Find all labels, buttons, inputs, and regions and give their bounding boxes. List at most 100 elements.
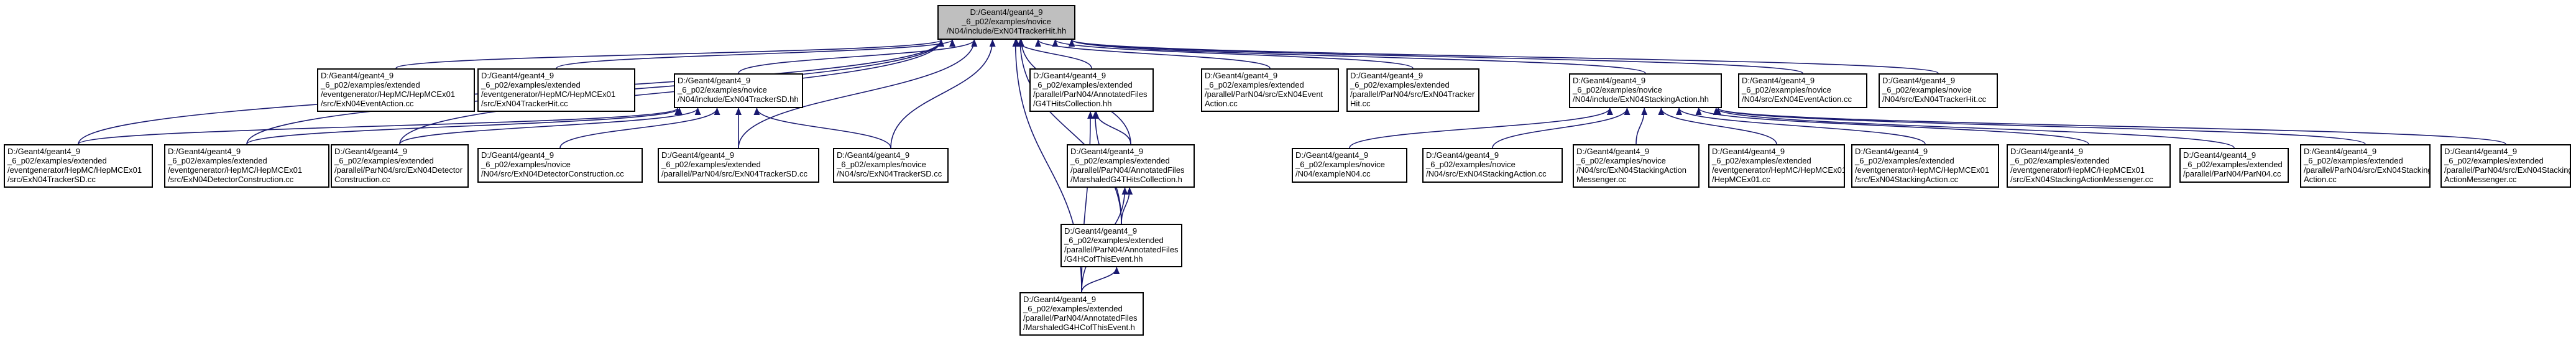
node-line: D:/Geant4/geant4_9 <box>2444 147 2518 156</box>
edge-n8-to-root <box>1069 39 1803 74</box>
node-line: /src/ExN04DetectorConstruction.cc <box>168 175 294 184</box>
node-line: D:/Geant4/geant4_9 <box>481 71 554 80</box>
node-line: D:/Geant4/geant4_9 <box>1742 76 1815 85</box>
node-hepmc-exn04trackersd-cc[interactable]: D:/Geant4/geant4_9 _6_p02/examples/exten… <box>4 144 153 188</box>
node-line: /eventgenerator/HepMC/HepMCEx01 <box>2010 165 2145 175</box>
node-line: D:/Geant4/geant4_9 <box>1576 147 1650 156</box>
node-marshaledg4thitscollection-h[interactable]: D:/Geant4/geant4_9 _6_p02/examples/exten… <box>1067 144 1195 188</box>
node-line: /HepMCEx01.cc <box>1712 175 1770 184</box>
node-parn04-exn04trackerhit-cc[interactable]: D:/Geant4/geant4_9 _6_p02/examples/exten… <box>1346 68 1479 112</box>
node-line: _6_p02/examples/extended <box>2183 160 2283 169</box>
edge-n1-to-root <box>395 39 944 69</box>
node-parn04-cc[interactable]: D:/Geant4/geant4_9 _6_p02/examples/exten… <box>2179 148 2289 183</box>
node-novice-exn04trackersd-cc[interactable]: D:/Geant4/geant4_9 _6_p02/examples/novic… <box>833 148 949 183</box>
edge-n4-to-root <box>1013 39 1092 69</box>
edge-n15-to-root <box>890 39 996 149</box>
node-line: /parallel/ParN04/AnnotatedFiles <box>1023 313 1138 323</box>
node-exn04trackerhit-hh[interactable]: D:/Geant4/geant4_9 _6_p02/examples/novic… <box>937 5 1075 40</box>
edge-n17-to-root <box>1017 39 1122 224</box>
node-line: /parallel/ParN04/src/ExN04Detector <box>334 165 462 175</box>
node-line: D:/Geant4/geant4_9 <box>1426 150 1499 160</box>
node-line: _6_p02/examples/novice <box>1882 85 1972 94</box>
node-hepmc-exn04trackerhit-cc[interactable]: D:/Geant4/geant4_9 _6_p02/examples/exten… <box>477 68 635 112</box>
node-hepmc-exn04detectorconstruction-cc[interactable]: D:/Geant4/geant4_9 _6_p02/examples/exten… <box>164 144 329 188</box>
node-line: /N04/src/ExN04StackingAction <box>1576 165 1687 175</box>
node-line: /parallel/ParN04/src/ExN04Stacking <box>2444 165 2571 175</box>
node-line: /src/ExN04EventAction.cc <box>321 99 414 108</box>
node-line: _6_p02/examples/novice <box>1573 85 1662 94</box>
node-line: /parallel/ParN04/src/ExN04Stacking <box>2304 165 2431 175</box>
node-novice-exn04stackingactionmessenger-cc[interactable]: D:/Geant4/geant4_9 _6_p02/examples/novic… <box>1573 144 1700 188</box>
node-line: _6_p02/examples/novice <box>1295 160 1385 169</box>
node-line: /N04/src/ExN04TrackerSD.cc <box>837 169 942 178</box>
node-line: Messenger.cc <box>1576 175 1627 184</box>
edge-n2-to-root <box>556 39 955 69</box>
node-line: _6_p02/examples/extended <box>1033 80 1133 90</box>
node-line: _6_p02/examples/novice <box>962 17 1051 26</box>
node-line: _6_p02/examples/extended <box>7 156 107 165</box>
node-line: _6_p02/examples/extended <box>1855 156 1954 165</box>
node-line: _6_p02/examples/extended <box>2444 156 2544 165</box>
node-line: /N04/src/ExN04StackingAction.cc <box>1426 169 1547 178</box>
node-g4thitscollection-hh[interactable]: D:/Geant4/geant4_9 _6_p02/examples/exten… <box>1029 68 1154 112</box>
node-line: D:/Geant4/geant4_9 <box>837 150 910 160</box>
node-line: /N04/include/ExN04TrackerHit.hh <box>946 26 1067 35</box>
node-line: _6_p02/examples/extended <box>334 156 434 165</box>
node-line: _6_p02/examples/novice <box>837 160 926 169</box>
node-hepmcex01-cc[interactable]: D:/Geant4/geant4_9 _6_p02/examples/exten… <box>1708 144 1845 188</box>
node-parn04-exn04detectorconstruction-cc[interactable]: D:/Geant4/geant4_9 _6_p02/examples/exten… <box>331 144 469 188</box>
node-g4hcofthisevent-hh[interactable]: D:/Geant4/geant4_9 _6_p02/examples/exten… <box>1060 224 1182 267</box>
node-line: /eventgenerator/HepMC/HepMCEx01 <box>321 90 456 99</box>
node-line: _6_p02/examples/extended <box>2304 156 2403 165</box>
edge-n12-to-n3 <box>399 108 701 145</box>
edge-n15-to-n3 <box>753 108 891 149</box>
node-hepmc-exn04stackingaction-cc[interactable]: D:/Geant4/geant4_9 _6_p02/examples/exten… <box>1851 144 1999 188</box>
node-line: D:/Geant4/geant4_9 <box>1070 147 1144 156</box>
node-line: D:/Geant4/geant4_9 <box>2010 147 2084 156</box>
edge-n16-to-n4 <box>1093 111 1131 145</box>
node-line: ActionMessenger.cc <box>2444 175 2517 184</box>
node-line: D:/Geant4/geant4_9 <box>1712 147 1785 156</box>
node-novice-exn04detectorconstruction-cc[interactable]: D:/Geant4/geant4_9 _6_p02/examples/novic… <box>477 148 643 183</box>
node-novice-exn04trackerhit-cc[interactable]: D:/Geant4/geant4_9 _6_p02/examples/novic… <box>1879 73 1998 108</box>
node-parn04-exn04stackingactionmessenger-cc[interactable]: D:/Geant4/geant4_9 _6_p02/examples/exten… <box>2440 144 2571 188</box>
node-parn04-exn04eventaction-cc[interactable]: D:/Geant4/geant4_9 _6_p02/examples/exten… <box>1201 68 1339 112</box>
node-line: D:/Geant4/geant4_9 <box>678 76 751 85</box>
edge-n22-to-n7 <box>1658 108 1777 145</box>
edge-n23-to-n7 <box>1676 108 1926 145</box>
node-line: _6_p02/examples/extended <box>1023 304 1123 313</box>
node-line: D:/Geant4/geant4_9 <box>661 150 735 160</box>
node-hepmc-exn04stackingactionmessenger-cc[interactable]: D:/Geant4/geant4_9 _6_p02/examples/exten… <box>2007 144 2171 188</box>
node-line: D:/Geant4/geant4_9 <box>1064 226 1138 236</box>
node-line: _6_p02/examples/extended <box>1205 80 1304 90</box>
edge-n5-to-root <box>1035 39 1271 69</box>
node-line: /eventgenerator/HepMC/HepMCEx01 <box>1855 165 1990 175</box>
edge-n27-to-n7 <box>1715 108 2506 145</box>
node-exn04-examplen04-cc[interactable]: D:/Geant4/geant4_9 _6_p02/examples/novic… <box>1292 148 1407 183</box>
node-exn04stackingaction-hh[interactable]: D:/Geant4/geant4_9 _6_p02/examples/novic… <box>1569 73 1722 108</box>
node-line: D:/Geant4/geant4_9 <box>1023 295 1097 304</box>
edge-n21-to-n7 <box>1635 108 1648 145</box>
node-line: /N04/src/ExN04EventAction.cc <box>1742 94 1852 104</box>
node-line: D:/Geant4/geant4_9 <box>168 147 241 156</box>
node-line: D:/Geant4/geant4_9 <box>2304 147 2377 156</box>
node-line: _6_p02/examples/novice <box>1426 160 1516 169</box>
node-novice-exn04eventaction-cc[interactable]: D:/Geant4/geant4_9 _6_p02/examples/novic… <box>1738 73 1867 108</box>
node-line: _6_p02/examples/extended <box>1070 156 1170 165</box>
node-exn04trackersd-hh[interactable]: D:/Geant4/geant4_9 _6_p02/examples/novic… <box>674 73 803 108</box>
node-parn04-exn04trackersd-cc[interactable]: D:/Geant4/geant4_9 _6_p02/examples/exten… <box>658 148 819 183</box>
node-line: /N04/exampleN04.cc <box>1295 169 1371 178</box>
node-line: _6_p02/examples/extended <box>661 160 761 169</box>
node-line: Action.cc <box>2304 175 2337 184</box>
node-hepmc-exn04eventaction-cc[interactable]: D:/Geant4/geant4_9 _6_p02/examples/exten… <box>317 68 475 112</box>
node-line: _6_p02/examples/novice <box>678 85 767 94</box>
node-parn04-exn04stackingaction-cc[interactable]: D:/Geant4/geant4_9 _6_p02/examples/exten… <box>2300 144 2431 188</box>
node-line: Construction.cc <box>334 175 390 184</box>
edge-n9-to-root <box>1069 39 1939 74</box>
node-marshaledg4hcofthisevent-h[interactable]: D:/Geant4/geant4_9 _6_p02/examples/exten… <box>1019 292 1144 336</box>
edge-n7-to-root <box>1069 39 1646 74</box>
node-line: Action.cc <box>1205 99 1238 108</box>
node-line: _6_p02/examples/novice <box>481 160 571 169</box>
node-novice-exn04stackingaction-cc[interactable]: D:/Geant4/geant4_9 _6_p02/examples/novic… <box>1422 148 1563 183</box>
node-line: D:/Geant4/geant4_9 <box>1295 150 1369 160</box>
